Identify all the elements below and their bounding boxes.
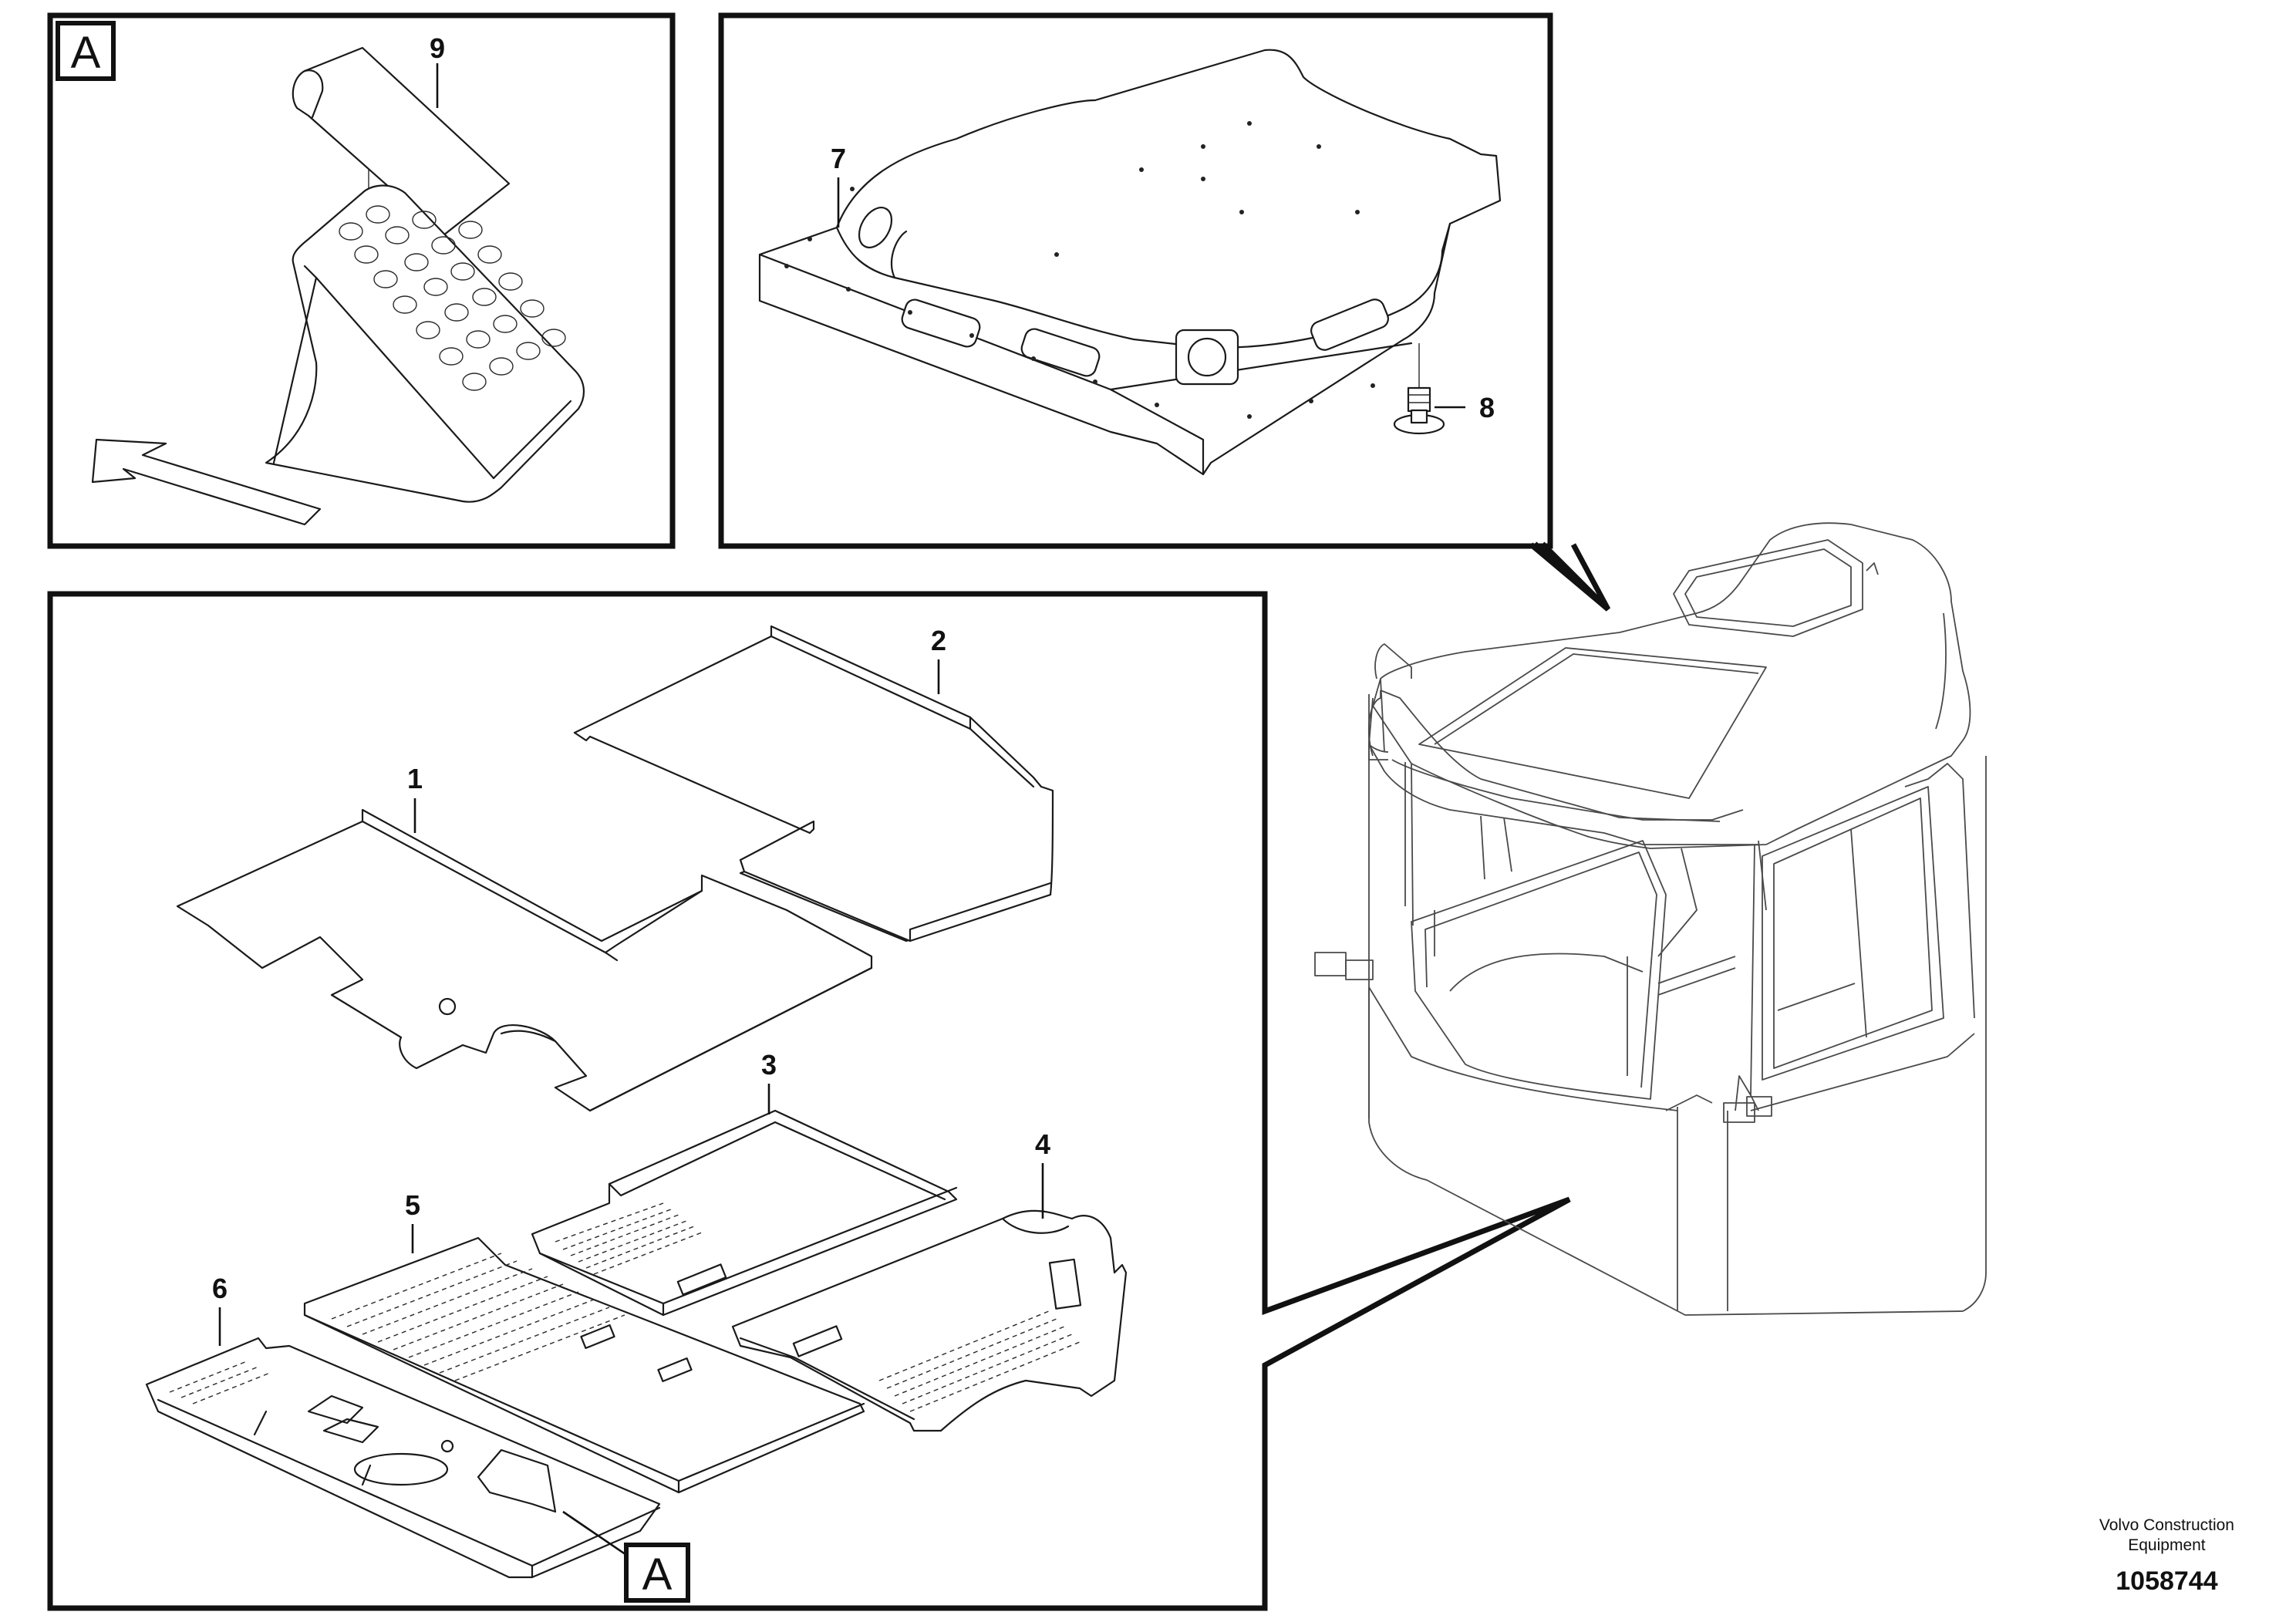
part-label-6: 6 [212, 1273, 228, 1304]
part-label-9: 9 [430, 32, 445, 64]
drawing-number: 1058744 [2116, 1566, 2218, 1596]
part-label-3: 3 [761, 1049, 777, 1081]
part-label-5: 5 [405, 1189, 420, 1221]
floor-mat-part-3 [531, 1109, 958, 1317]
direction-arrow [91, 438, 322, 526]
part-label-2: 2 [931, 625, 946, 656]
accelerator-pedal [265, 184, 585, 503]
floor-mat-part-6 [145, 1337, 661, 1579]
part-label-4: 4 [1035, 1128, 1050, 1160]
roof-liner-part-7 [758, 49, 1502, 476]
floor-panel-frame [47, 591, 1571, 1611]
company-name-line2: Equipment [2128, 1536, 2206, 1554]
floor-mat-part-4 [731, 1209, 1128, 1432]
svg-text:A: A [71, 28, 101, 78]
part-label-7: 7 [831, 143, 846, 174]
fastener-part-8 [1393, 343, 1445, 435]
floor-mat-part-2 [573, 625, 1054, 943]
drawing-footer: Volvo Construction Equipment 1058744 [2099, 1516, 2234, 1597]
floor-mat-part-5 [303, 1236, 865, 1494]
detail-a-frame [47, 12, 676, 549]
pedal-pad-part-9 [292, 46, 511, 237]
part-label-8: 8 [1479, 392, 1495, 423]
roof-panel-frame [718, 12, 1553, 549]
floor-mat-part-1 [176, 808, 873, 1112]
callout-a-tag: A [624, 1543, 690, 1603]
detail-a-tag: A [56, 21, 116, 81]
part-label-1: 1 [407, 763, 423, 794]
svg-text:A: A [642, 1549, 673, 1600]
cab-overview [1314, 522, 1987, 1316]
company-name-line1: Volvo Construction [2099, 1516, 2234, 1534]
